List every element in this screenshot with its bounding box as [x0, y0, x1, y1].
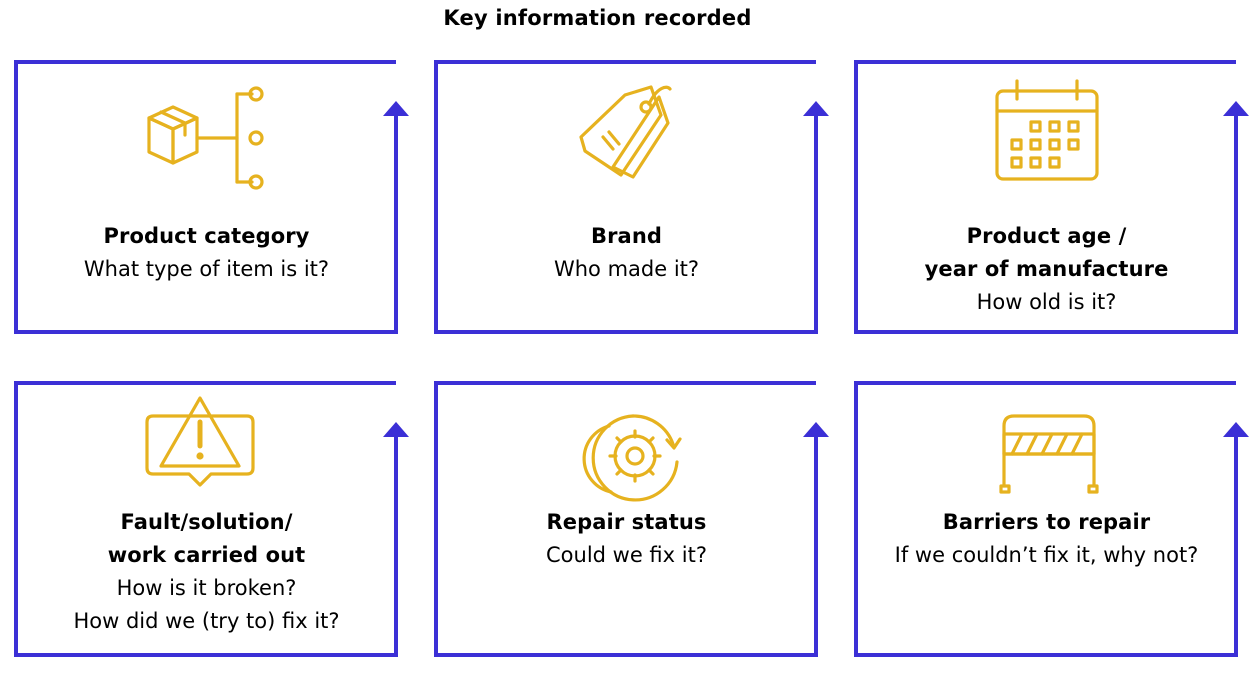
card-frame	[14, 381, 409, 657]
frame-line	[14, 60, 398, 334]
card-frame	[14, 60, 409, 334]
calendar-icon	[995, 79, 1099, 181]
card-subtitle: How is it broken? How did we (try to) fi…	[29, 572, 384, 638]
up-arrow-icon	[383, 422, 409, 437]
card-frame	[434, 381, 829, 657]
card-title-line: Repair status	[546, 510, 707, 534]
up-arrow-icon	[803, 422, 829, 437]
frame-line	[854, 60, 1238, 334]
card-title-line: Product category	[103, 224, 310, 248]
card-repair-status: Repair status Could we fix it?	[434, 380, 834, 680]
card-subtitle-line: How is it broken?	[116, 576, 297, 600]
card-title: Repair status	[449, 506, 804, 539]
card-fault-solution: Fault/solution/ work carried out How is …	[14, 380, 414, 680]
card-subtitle: What type of item is it?	[29, 253, 384, 286]
card-subtitle-line: How old is it?	[976, 290, 1117, 314]
frame-line	[14, 381, 398, 657]
card-frame	[854, 381, 1249, 657]
up-arrow-icon	[803, 101, 829, 116]
warning-icon	[145, 396, 255, 487]
card-frame	[434, 60, 829, 334]
card-subtitle: Could we fix it?	[449, 539, 804, 572]
card-brand: Brand Who made it?	[434, 59, 834, 359]
frame-line	[434, 381, 818, 657]
up-arrow-icon	[1223, 101, 1249, 116]
card-product-category: Product category What type of item is it…	[14, 59, 414, 359]
up-arrow-icon	[1223, 422, 1249, 437]
card-title-line: Product age /	[966, 224, 1127, 248]
card-title-line: Fault/solution/	[120, 510, 293, 534]
page-title: Key information recorded	[443, 6, 752, 30]
card-subtitle: If we couldn’t fix it, why not?	[869, 539, 1224, 572]
card-product-age: Product age / year of manufacture How ol…	[854, 59, 1254, 359]
card-frame	[854, 60, 1249, 334]
card-title-line: Barriers to repair	[942, 510, 1151, 534]
card-barriers-to-repair: Barriers to repair If we couldn’t fix it…	[854, 380, 1254, 680]
frame-line	[854, 381, 1238, 657]
barrier-icon	[999, 414, 1099, 494]
card-subtitle-line: Who made it?	[553, 257, 700, 281]
card-title: Product category	[29, 220, 384, 253]
card-title: Fault/solution/ work carried out	[29, 506, 384, 572]
card-title: Product age / year of manufacture	[869, 220, 1224, 286]
card-title-line: work carried out	[107, 543, 306, 567]
card-subtitle-line: Could we fix it?	[546, 543, 707, 567]
up-arrow-icon	[383, 101, 409, 116]
card-title-line: Brand	[590, 224, 663, 248]
gear-cycle-icon	[582, 414, 682, 502]
card-subtitle-line: How did we (try to) fix it?	[73, 609, 340, 633]
card-subtitle-line: If we couldn’t fix it, why not?	[894, 543, 1199, 567]
card-subtitle: How old is it?	[869, 286, 1224, 319]
card-subtitle-line: What type of item is it?	[83, 257, 330, 281]
card-subtitle: Who made it?	[449, 253, 804, 286]
price-tag-icon	[579, 85, 672, 179]
frame-line	[434, 60, 818, 334]
card-title-line: year of manufacture	[924, 257, 1169, 281]
box-category-icon	[147, 86, 264, 190]
card-title: Barriers to repair	[869, 506, 1224, 539]
card-title: Brand	[449, 220, 804, 253]
